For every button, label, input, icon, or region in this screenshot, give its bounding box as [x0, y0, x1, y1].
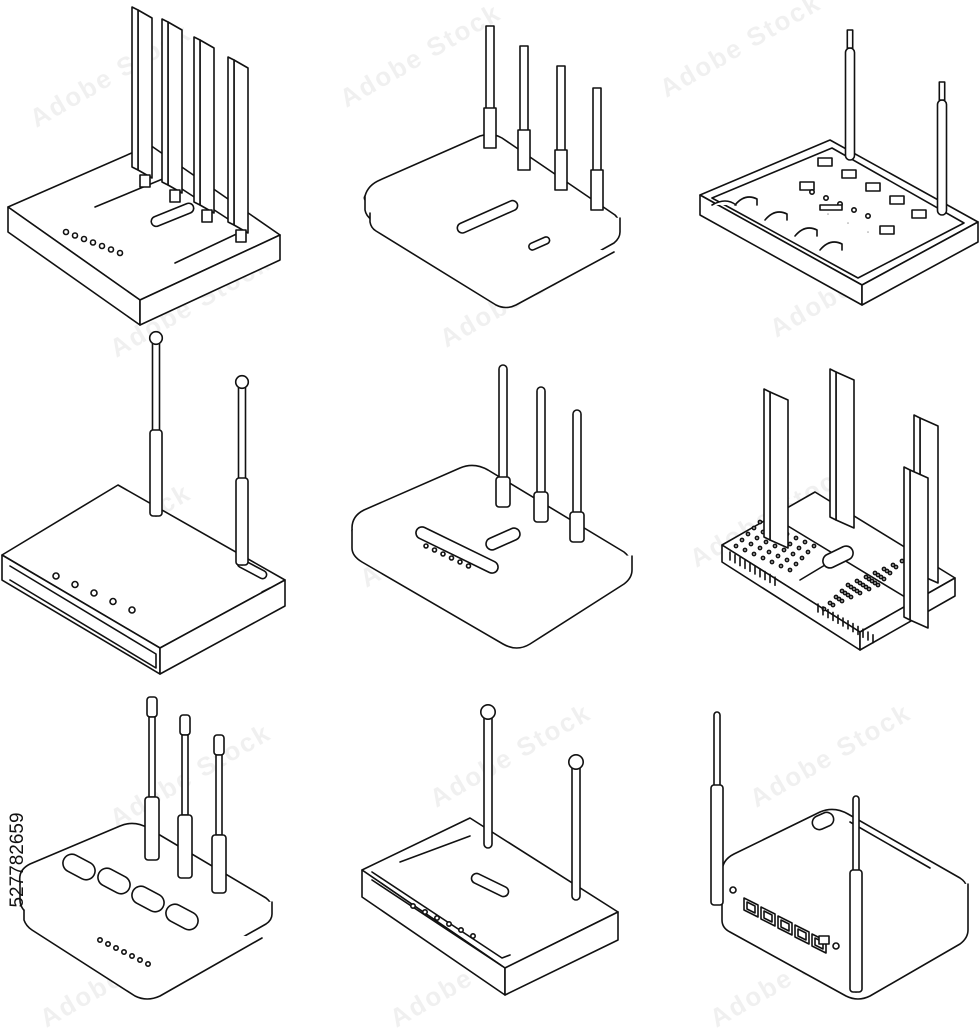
router-four-flat-antennas-icon: [8, 7, 280, 325]
router-four-slim-antennas-icon: [364, 26, 620, 308]
router-two-ball-antennas-icon: [362, 705, 618, 995]
router-two-antennas-ethernet-ports-icon: [711, 712, 968, 999]
stock-id-text: 527782659: [7, 812, 29, 907]
router-icon-grid: [0, 0, 979, 1000]
router-two-rod-antennas-ports-icon: [700, 30, 978, 305]
router-two-telescopic-antennas-icon: [2, 332, 285, 674]
router-four-panel-antennas-grille-icon: [722, 369, 955, 650]
router-three-antennas-pill-buttons-icon: [20, 697, 272, 999]
stock-id-label: 527782659: [6, 760, 30, 960]
router-three-antennas-rounded-icon: [352, 365, 632, 648]
